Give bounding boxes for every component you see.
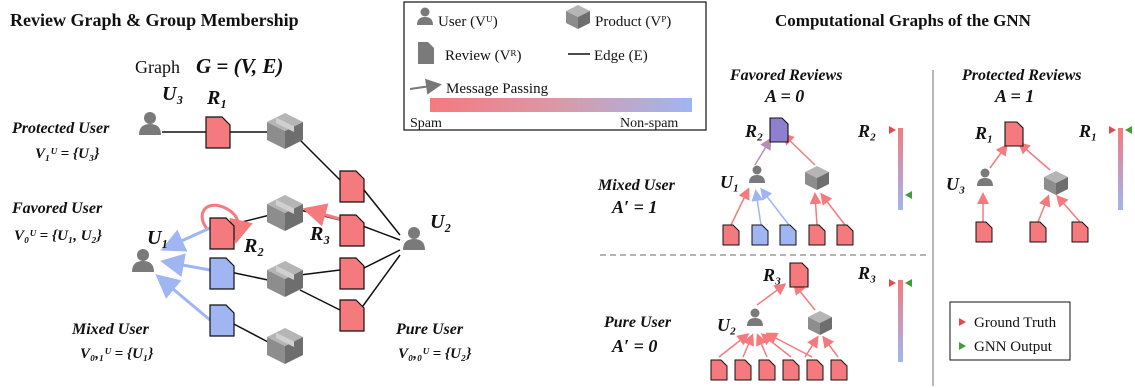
score-bar-r1 bbox=[1118, 128, 1123, 210]
mixed-r2-icon bbox=[769, 117, 789, 143]
left-title: Review Graph & Group Membership bbox=[10, 10, 299, 30]
key-gnn-marker bbox=[959, 342, 966, 350]
review-icon bbox=[339, 170, 365, 203]
user-u1-icon bbox=[132, 249, 154, 272]
ground-truth-marker bbox=[1109, 126, 1116, 134]
product-icon bbox=[267, 195, 303, 231]
mixed-title: Mixed User bbox=[597, 177, 676, 194]
legend-review: Review (Vᴿ) bbox=[445, 48, 522, 64]
pure-r3-icon bbox=[789, 262, 809, 288]
gnn-output-marker bbox=[1125, 126, 1132, 134]
right-title: Computational Graphs of the GNN bbox=[775, 11, 1032, 30]
review-nodes bbox=[205, 116, 365, 337]
pure-user-label: Pure User bbox=[395, 321, 464, 338]
label-r3: R₃ bbox=[309, 223, 330, 245]
msg-arrow-2 bbox=[160, 253, 211, 278]
label-u1: U₁ bbox=[147, 227, 168, 249]
protected-title: Protected Reviews bbox=[961, 67, 1082, 84]
msg-arrow-r3 bbox=[302, 203, 341, 227]
product-icon bbox=[267, 261, 303, 297]
legend-spam: Spam bbox=[410, 116, 442, 131]
msg-arrow-3 bbox=[155, 274, 211, 322]
review-r3-icon bbox=[339, 214, 365, 247]
favored-a: A = 0 bbox=[764, 86, 804, 106]
gnn-output-marker bbox=[905, 279, 912, 287]
protected-product-icon bbox=[1044, 171, 1068, 195]
mixed-a: A′ = 1 bbox=[611, 197, 657, 217]
protected-leaf-reviews bbox=[975, 221, 1089, 243]
product-icon bbox=[267, 113, 303, 149]
mixed-leaf-reviews bbox=[722, 224, 854, 246]
ground-truth-marker bbox=[889, 279, 896, 287]
mixed-product-icon bbox=[805, 166, 829, 190]
protected-a: A = 1 bbox=[994, 86, 1034, 106]
protected-u3-icon bbox=[977, 168, 993, 186]
msg-arrow-1 bbox=[160, 226, 211, 252]
mixed-user-label: Mixed User bbox=[71, 321, 150, 338]
pure-product-icon bbox=[808, 311, 832, 335]
legend-message-arrow bbox=[409, 78, 442, 95]
mixed-u1-icon bbox=[749, 165, 765, 183]
legend-product: Product (Vᴾ) bbox=[595, 14, 671, 30]
pure-a: A′ = 0 bbox=[611, 336, 657, 356]
review-r1-icon bbox=[205, 116, 231, 149]
review-icon bbox=[339, 299, 365, 332]
self-loop-arrow bbox=[200, 203, 253, 244]
key-ground-truth: Ground Truth bbox=[974, 315, 1057, 331]
label-u2: U₂ bbox=[430, 211, 451, 233]
bar-label-r3: R₃ bbox=[857, 263, 876, 283]
mixed-label-u1: U₁ bbox=[720, 172, 739, 192]
protected-user-set: V₁ᵁ = {U₃} bbox=[35, 146, 100, 162]
pure-leaf-reviews bbox=[710, 359, 848, 381]
legend-user: User (Vᵁ) bbox=[438, 14, 498, 30]
marker-key-box bbox=[949, 301, 1071, 361]
review-icon bbox=[209, 304, 235, 337]
protected-user-label: Protected User bbox=[11, 120, 110, 137]
pure-title: Pure User bbox=[603, 314, 672, 331]
graph-word: Graph bbox=[135, 57, 180, 77]
gnn-output-marker bbox=[905, 191, 912, 199]
favored-user-set: V₀ᵁ = {U₁, U₂} bbox=[14, 228, 103, 244]
protected-comp-edges bbox=[977, 142, 1081, 223]
pure-user-set: V₀,₀ᵁ = {U₂} bbox=[398, 346, 472, 362]
key-gnn-output: GNN Output bbox=[974, 339, 1053, 355]
pure-label-r3: R₃ bbox=[762, 265, 781, 285]
pure-label-u2: U₂ bbox=[717, 315, 736, 335]
pure-comp-edges bbox=[718, 282, 839, 358]
bar-label-r1: R₁ bbox=[1078, 121, 1097, 141]
mixed-user-set: V₀,₁ᵁ = {U₁} bbox=[80, 346, 154, 362]
user-u2-icon bbox=[403, 227, 425, 250]
label-r1: R₁ bbox=[206, 87, 227, 109]
review-icon bbox=[339, 257, 365, 290]
ground-truth-marker bbox=[889, 126, 896, 134]
bar-label-r2: R₂ bbox=[857, 121, 876, 141]
graph-formula: G = (V, E) bbox=[196, 54, 283, 78]
product-icon bbox=[267, 328, 303, 364]
protected-label-u3: U₃ bbox=[946, 174, 965, 194]
mixed-comp-edges bbox=[730, 132, 846, 226]
pure-u2-icon bbox=[747, 308, 763, 326]
review-icon bbox=[209, 257, 235, 290]
protected-r1-icon bbox=[1004, 121, 1024, 147]
user-u3-icon bbox=[139, 112, 161, 135]
label-u3: U₃ bbox=[162, 83, 183, 105]
legend-nonspam: Non-spam bbox=[620, 116, 678, 131]
favored-user-label: Favored User bbox=[11, 200, 103, 217]
label-r2: R₂ bbox=[243, 235, 264, 257]
legend-message: Message Passing bbox=[446, 81, 549, 97]
legend-review-icon bbox=[418, 42, 434, 64]
favored-title: Favored Reviews bbox=[729, 67, 842, 84]
review-r2-icon bbox=[209, 217, 235, 250]
mixed-label-r2: R₂ bbox=[744, 121, 763, 141]
legend-gradient bbox=[430, 98, 692, 112]
protected-label-r1: R₁ bbox=[974, 123, 993, 143]
legend-edge: Edge (E) bbox=[594, 48, 648, 64]
score-bar-r2 bbox=[898, 128, 903, 210]
key-ground-marker bbox=[959, 318, 966, 326]
score-bar-r3 bbox=[898, 280, 903, 362]
